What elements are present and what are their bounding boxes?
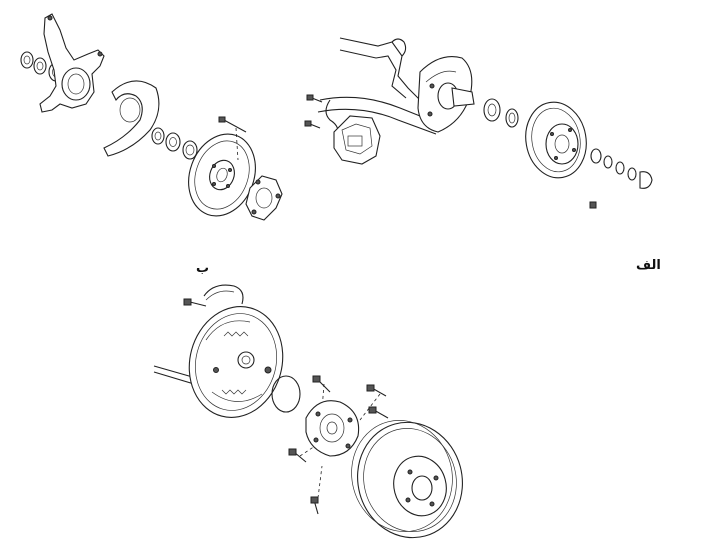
hub-bearings xyxy=(151,127,198,160)
rear-hub xyxy=(305,400,360,457)
front-knuckle xyxy=(417,56,475,133)
hub-bolts xyxy=(288,375,389,515)
dust-shield xyxy=(103,80,160,157)
suspension-arm xyxy=(317,37,441,135)
label-rear-assembly: ب xyxy=(196,261,210,276)
front-right-bearings xyxy=(483,98,519,128)
brake-disc-front-right xyxy=(525,101,587,179)
brake-caliper xyxy=(333,115,381,165)
backing-plate xyxy=(188,306,284,418)
steering-knuckle xyxy=(39,13,105,113)
hub-nut-set xyxy=(589,148,653,209)
hub-flange xyxy=(245,175,283,221)
rear-axle xyxy=(153,365,197,379)
o-ring xyxy=(271,375,301,413)
disc-bolts xyxy=(218,116,247,161)
bleeder-bolt xyxy=(183,298,207,307)
brake-disc-front-left xyxy=(188,133,256,217)
front-left-assembly xyxy=(20,13,283,221)
front-right-assembly xyxy=(304,37,653,209)
label-front-right-assembly: الف xyxy=(636,258,661,273)
rear-assembly xyxy=(153,284,463,539)
caliper-bolts xyxy=(304,94,323,129)
rear-brake-line xyxy=(203,284,244,305)
brake-drum xyxy=(351,420,463,539)
